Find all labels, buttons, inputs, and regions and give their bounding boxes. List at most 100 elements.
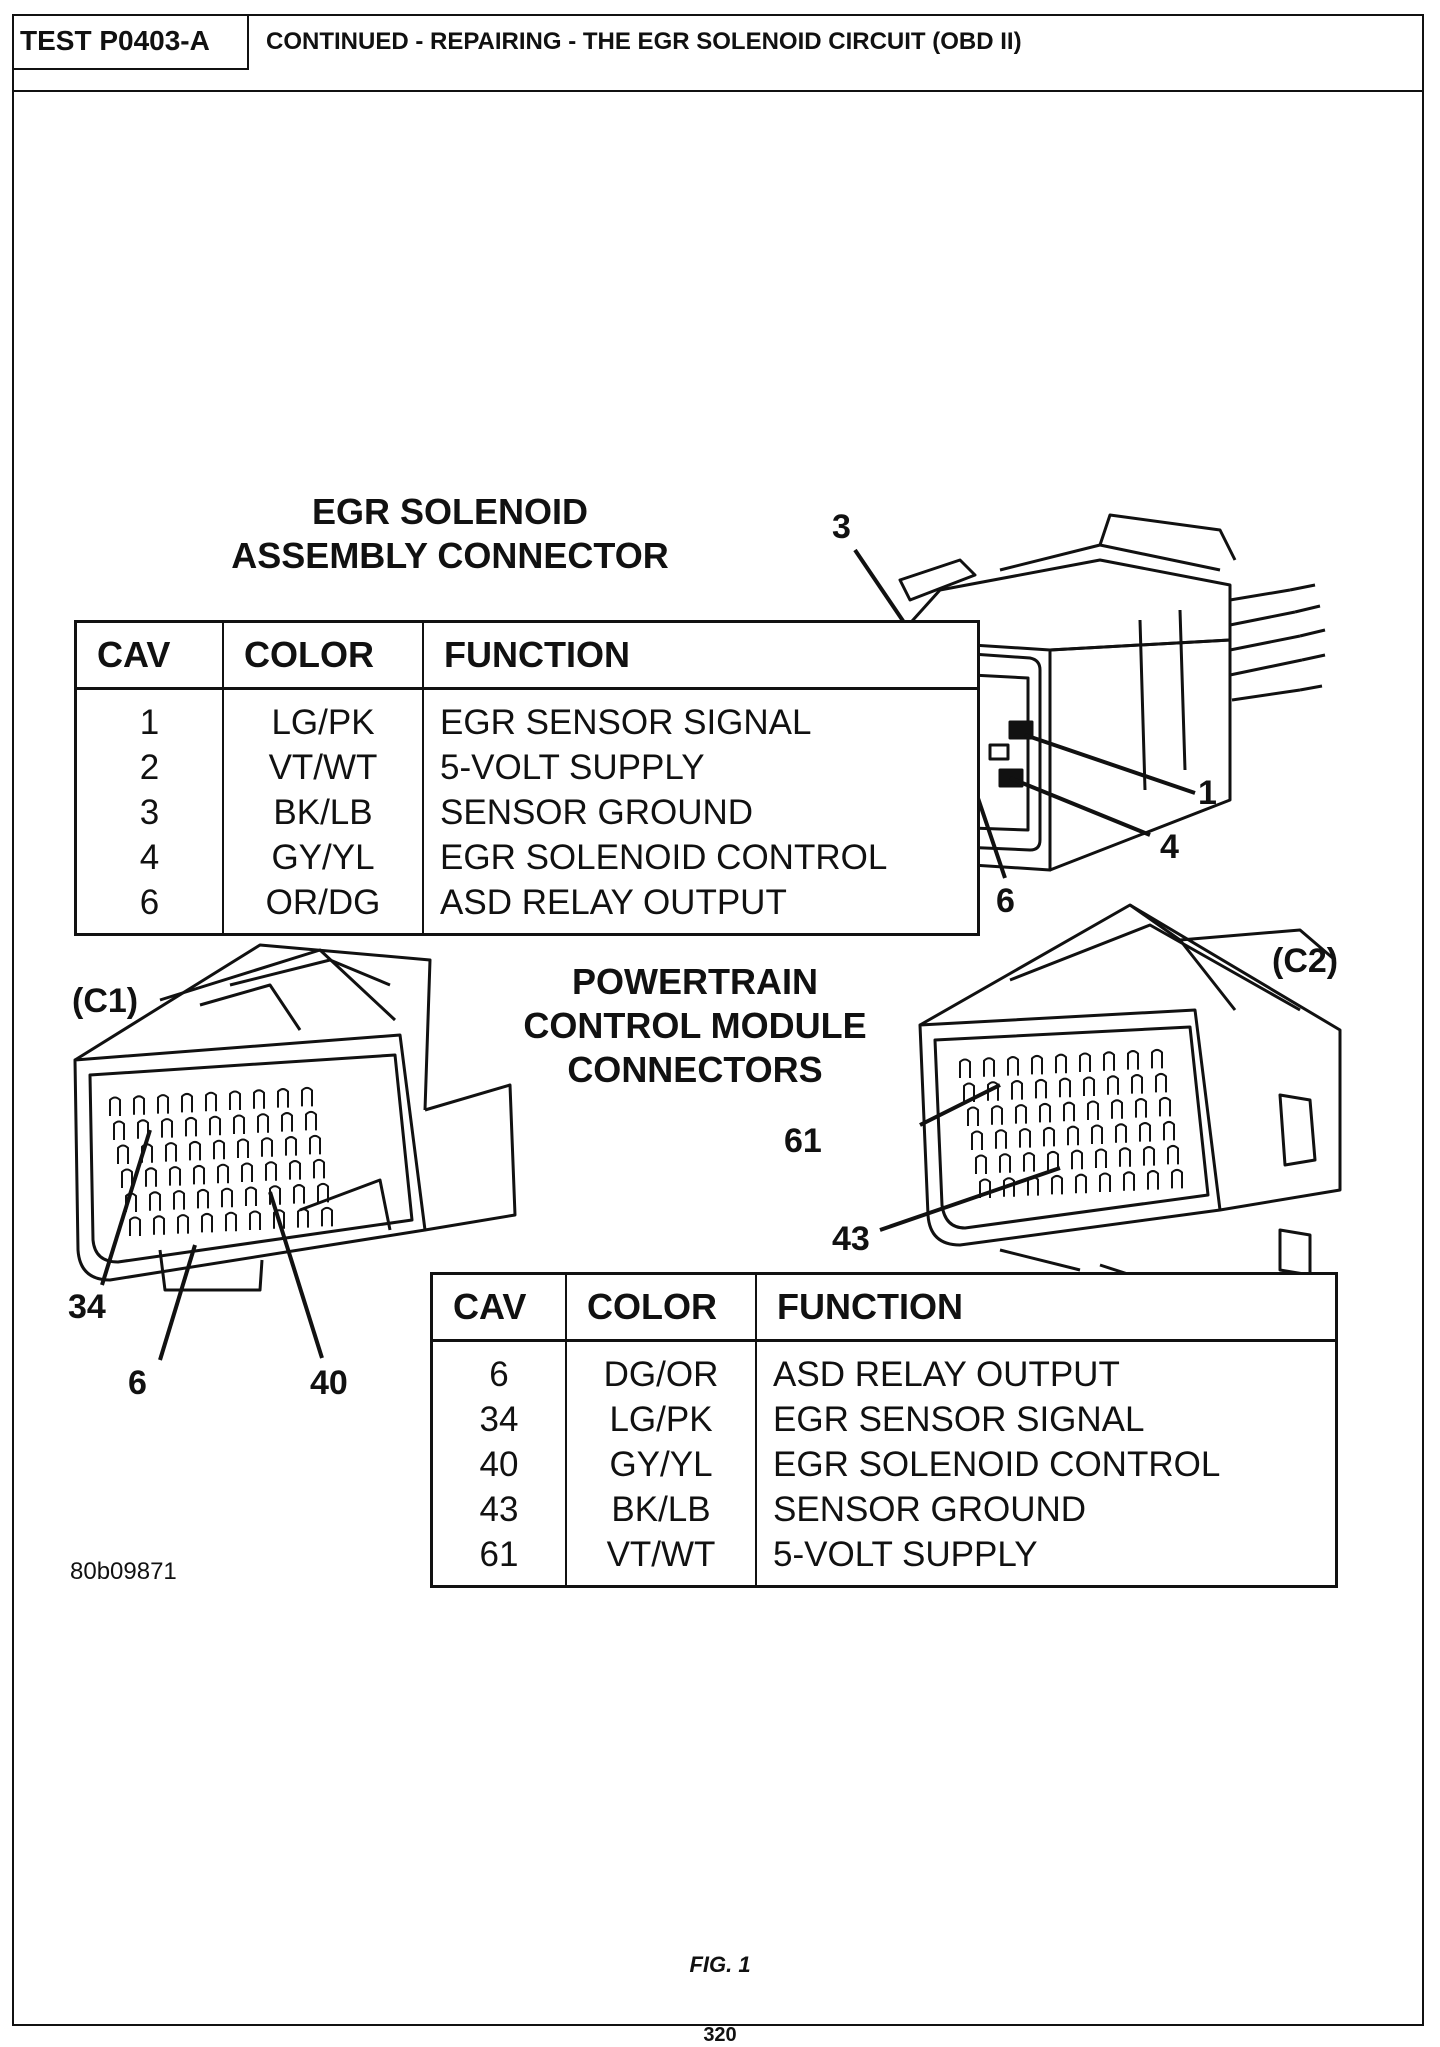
egr-callout-3: 3	[832, 508, 851, 546]
cavity-pin	[297, 1208, 309, 1228]
c1-leader-40	[268, 1191, 324, 1359]
cell-function: 5-VOLT SUPPLY	[440, 748, 705, 787]
egr-title-line1: EGR SOLENOID	[311, 491, 589, 532]
cavity-pin	[1051, 1174, 1063, 1195]
cell-cav: 2	[75, 745, 224, 790]
cavity-pin	[201, 1212, 213, 1233]
cavity-pin	[285, 1136, 297, 1156]
cavity-pin	[249, 1210, 261, 1230]
table-row: 43 BK/LB SENSOR GROUND	[431, 1487, 1337, 1532]
cavity-pin	[1147, 1170, 1159, 1190]
cavity-pin	[1131, 1074, 1143, 1094]
cavity-pin	[1115, 1123, 1127, 1143]
cavity-pin	[975, 1154, 987, 1174]
cavity-pin	[181, 1092, 193, 1113]
table-row: 1 LG/PK EGR SENSOR SIGNAL	[75, 688, 979, 745]
cavity-pin	[1027, 1176, 1039, 1196]
cavity-pin	[117, 1144, 129, 1164]
cavity-pin	[959, 1058, 971, 1078]
cavity-pin	[125, 1192, 137, 1212]
cavity-pin	[233, 1114, 245, 1134]
cell-function: EGR SENSOR SIGNAL	[773, 1400, 1145, 1439]
cavity-pin	[133, 1095, 145, 1115]
cavity-pin	[1007, 1056, 1019, 1076]
col-color: COLOR	[566, 1273, 757, 1342]
cavity-pin	[273, 1209, 285, 1229]
cavity-pin	[153, 1215, 165, 1235]
c2-leader-61	[919, 1083, 1001, 1127]
cell-cav: 6	[431, 1340, 567, 1397]
cell-function: ASD RELAY OUTPUT	[773, 1355, 1120, 1394]
cavity-pin	[281, 1112, 293, 1132]
cavity-pin	[177, 1214, 189, 1234]
cavity-pin	[1151, 1048, 1163, 1069]
cavity-pin	[225, 1211, 237, 1232]
egr-connector-title: EGR SOLENOID ASSEMBLY CONNECTOR	[190, 490, 710, 578]
table-row: 4 GY/YL EGR SOLENOID CONTROL	[75, 835, 979, 880]
page-frame	[12, 14, 1424, 2026]
cavity-pin	[293, 1184, 305, 1204]
cavity-pin	[221, 1187, 233, 1208]
cell-cav: 61	[431, 1532, 567, 1587]
header-title: CONTINUED - REPAIRING - THE EGR SOLENOID…	[266, 28, 1022, 55]
cell-function: EGR SENSOR SIGNAL	[440, 703, 812, 742]
pcm-pinout-table: CAV COLOR FUNCTION 6 DG/OR ASD RELAY OUT…	[430, 1272, 1338, 1588]
cell-color: GY/YL	[566, 1442, 757, 1487]
cavity-pin	[1023, 1152, 1035, 1172]
egr-pinout-table: CAV COLOR FUNCTION 1 LG/PK EGR SENSOR SI…	[74, 620, 980, 936]
page-number: 320	[703, 2024, 737, 2046]
cavity-pin	[165, 1142, 177, 1162]
cavity-pin	[169, 1166, 181, 1186]
table-row: 3 BK/LB SENSOR GROUND	[75, 790, 979, 835]
cavity-pin	[1059, 1077, 1071, 1098]
cavity-pin	[1075, 1173, 1087, 1194]
cavity-pin	[1123, 1171, 1135, 1191]
cavity-pin	[1155, 1072, 1167, 1093]
cell-color: BK/LB	[223, 790, 424, 835]
cavity-pin	[1091, 1124, 1103, 1144]
header-divider	[12, 90, 1424, 92]
cavity-pin	[185, 1116, 197, 1137]
cavity-pin	[1143, 1146, 1155, 1166]
cavity-pin	[309, 1134, 321, 1155]
table-row: 61 VT/WT 5-VOLT SUPPLY	[431, 1532, 1337, 1587]
cavity-pin	[979, 1178, 991, 1198]
cavity-pin	[991, 1105, 1003, 1125]
cavity-pin	[1031, 1054, 1043, 1075]
cavity-pin	[967, 1106, 979, 1126]
cavity-pin	[983, 1057, 995, 1077]
cavity-pin	[995, 1129, 1007, 1149]
col-function: FUNCTION	[423, 621, 979, 690]
col-cav: CAV	[75, 621, 224, 690]
col-cav: CAV	[431, 1273, 567, 1342]
c1-leader-6	[158, 1244, 197, 1361]
cell-color: LG/PK	[566, 1397, 757, 1442]
cavity-pin	[1055, 1053, 1067, 1074]
cell-color: OR/DG	[223, 880, 424, 935]
cavity-pin	[1171, 1168, 1183, 1189]
cell-function: EGR SOLENOID CONTROL	[773, 1445, 1221, 1484]
cavity-pin	[1039, 1102, 1051, 1123]
cell-cav: 43	[431, 1487, 567, 1532]
cavity-pin	[1079, 1052, 1091, 1072]
cavity-pin	[1159, 1096, 1171, 1117]
cell-cav: 40	[431, 1442, 567, 1487]
figure-caption: FIG. 1	[689, 1952, 751, 1977]
cell-function: SENSOR GROUND	[440, 793, 754, 832]
cell-function: SENSOR GROUND	[773, 1490, 1087, 1529]
col-function: FUNCTION	[756, 1273, 1337, 1342]
pcm-title-line1: POWERTRAIN	[572, 961, 818, 1002]
cavity-pin	[189, 1140, 201, 1161]
cell-cav: 1	[75, 688, 224, 745]
cavity-pin	[205, 1091, 217, 1112]
cell-function: 5-VOLT SUPPLY	[773, 1535, 1038, 1574]
cavity-pin	[1127, 1050, 1139, 1070]
cell-color: BK/LB	[566, 1487, 757, 1532]
c2-pin-grid	[959, 1048, 1183, 1198]
cavity-pin	[197, 1188, 209, 1209]
cavity-pin	[113, 1120, 125, 1140]
cavity-pin	[253, 1089, 265, 1109]
cavity-pin	[289, 1160, 301, 1180]
cavity-pin	[321, 1206, 333, 1227]
